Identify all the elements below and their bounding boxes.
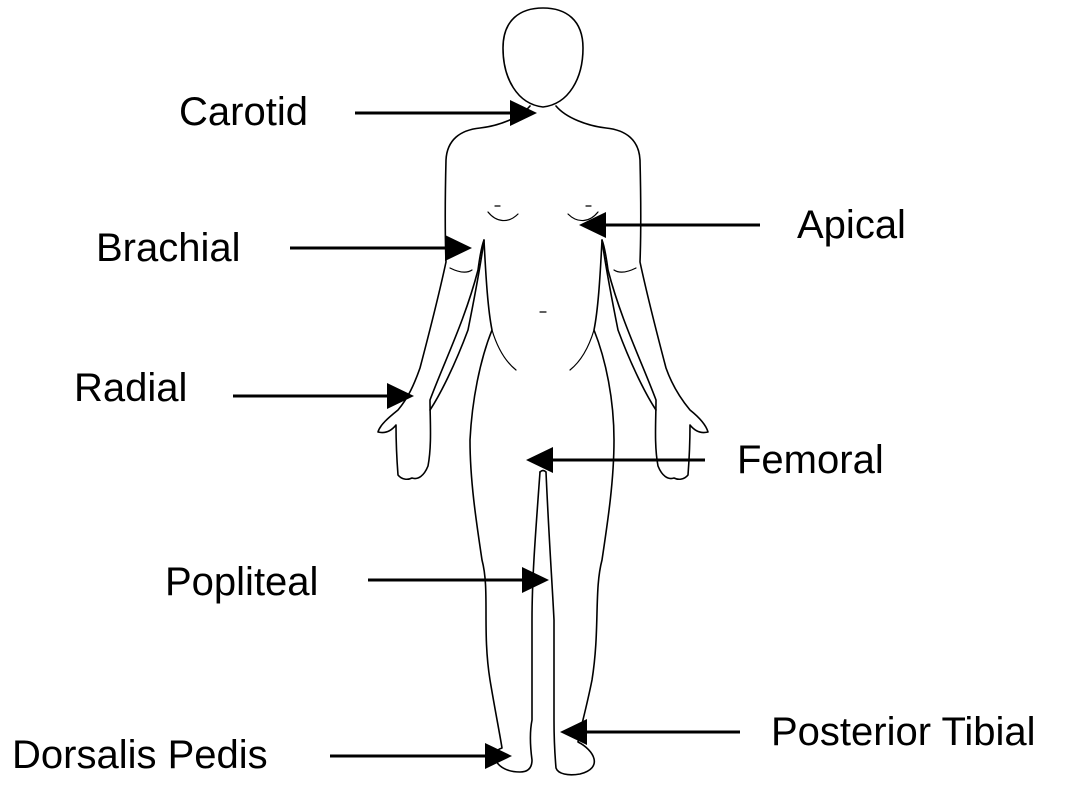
left-hip-curve: [491, 329, 517, 371]
apical-arrow: [579, 212, 760, 238]
femoral-label: Femoral: [737, 438, 884, 482]
carotid-arrow: [355, 100, 537, 126]
radial-arrow: [233, 383, 414, 409]
head: [502, 7, 584, 108]
posterior-tibial-label: Posterior Tibial: [771, 710, 1036, 754]
femoral-arrow: [526, 447, 705, 473]
left-inner-arm: [429, 239, 485, 411]
right-elbow-crease: [613, 267, 637, 273]
popliteal-label: Popliteal: [165, 560, 319, 604]
left-elbow-crease: [449, 267, 473, 273]
posterior-tibial-arrow: [560, 719, 740, 745]
right-chest-curve: [567, 211, 599, 222]
dorsalis-pedis-label: Dorsalis Pedis: [12, 733, 268, 777]
right-hip-curve: [569, 329, 595, 371]
carotid-label: Carotid: [179, 90, 308, 134]
brachial-label: Brachial: [96, 226, 241, 270]
body-outline: [377, 7, 709, 776]
right-silhouette: [539, 105, 709, 776]
apical-label: Apical: [797, 203, 906, 247]
right-inner-arm: [601, 239, 657, 411]
arrows: [233, 100, 760, 769]
dorsalis-pedis-arrow: [330, 743, 512, 769]
left-silhouette: [377, 105, 541, 773]
radial-label: Radial: [74, 366, 188, 410]
brachial-arrow: [290, 235, 472, 261]
left-chest-curve: [487, 211, 519, 222]
popliteal-arrow: [368, 567, 549, 593]
